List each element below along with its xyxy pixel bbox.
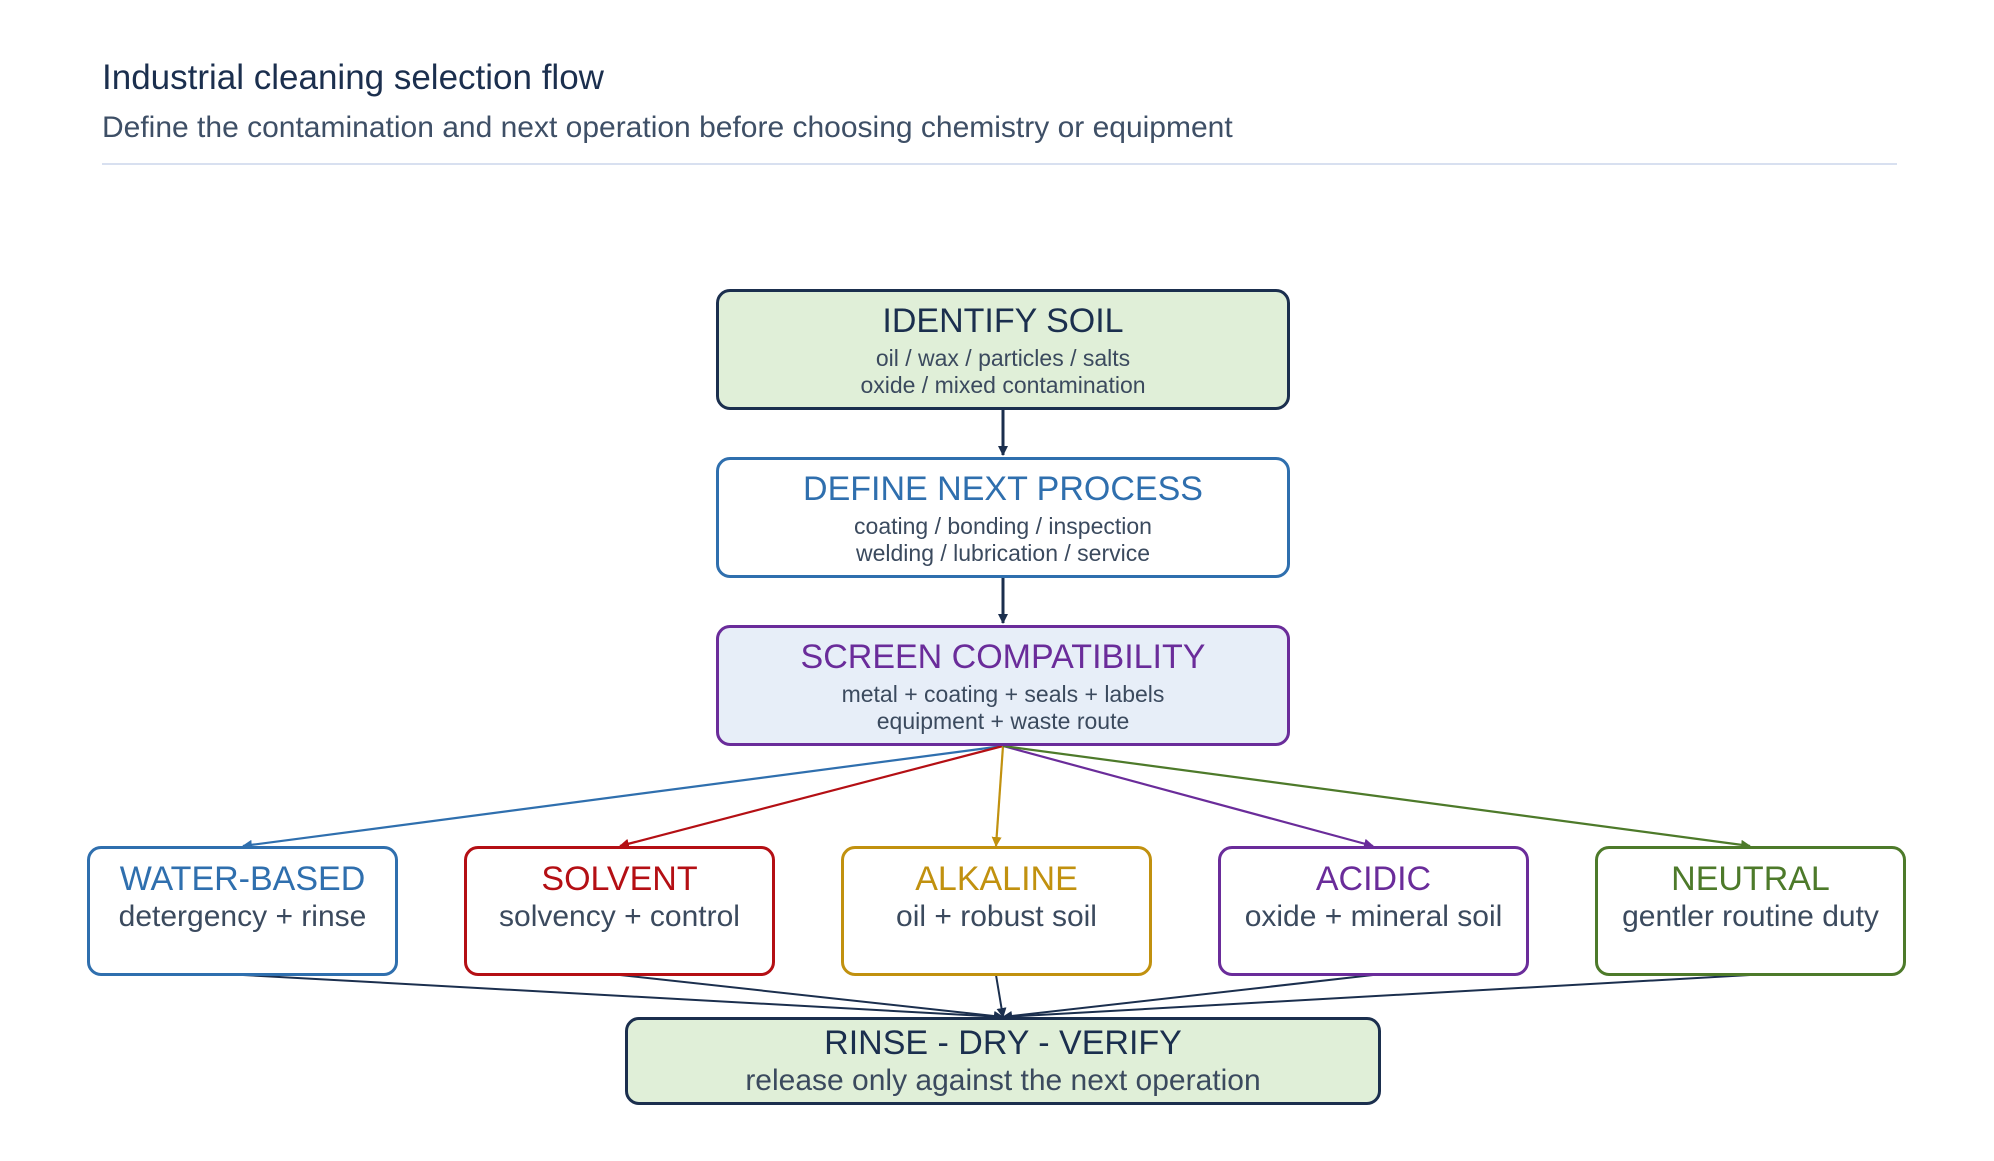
arrow-screen-to-alkaline	[991, 745, 1005, 847]
option-water-based: WATER-BASED detergency + rinse	[87, 846, 398, 976]
arrow-screen-to-neutral	[1002, 744, 1751, 850]
node-title: DEFINE NEXT PROCESS	[803, 469, 1203, 508]
node-define-next-process: DEFINE NEXT PROCESS coating / bonding / …	[716, 457, 1290, 578]
node-line: oil / wax / particles / salts	[875, 344, 1131, 371]
node-title: RINSE - DRY - VERIFY	[824, 1024, 1182, 1062]
arrow-screen-to-solvent	[619, 744, 1004, 849]
arrow-screen-to-water-based	[242, 744, 1004, 850]
option-desc: solvency + control	[499, 900, 740, 933]
option-alkaline: ALKALINE oil + robust soil	[841, 846, 1152, 976]
option-acidic: ACIDIC oxide + mineral soil	[1218, 846, 1529, 976]
arrow-water-based-to-final	[242, 974, 1004, 1022]
option-title: ACIDIC	[1315, 860, 1432, 898]
option-title: ALKALINE	[915, 860, 1078, 898]
node-desc: release only against the next operation	[745, 1064, 1261, 1097]
node-title: IDENTIFY SOIL	[882, 301, 1124, 340]
option-desc: gentler routine duty	[1622, 900, 1879, 933]
option-solvent: SOLVENT solvency + control	[464, 846, 775, 976]
option-title: WATER-BASED	[119, 860, 366, 898]
node-rinse-dry-verify: RINSE - DRY - VERIFY release only agains…	[625, 1017, 1381, 1105]
arrow-neutral-to-final	[1002, 974, 1751, 1022]
node-identify-soil: IDENTIFY SOIL oil / wax / particles / sa…	[716, 289, 1290, 410]
option-desc: oxide + mineral soil	[1244, 900, 1503, 933]
node-line: oxide / mixed contamination	[860, 371, 1146, 398]
option-desc: oil + robust soil	[896, 900, 1097, 933]
node-line: equipment + waste route	[876, 707, 1130, 734]
node-screen-compatibility: SCREEN COMPATIBILITY metal + coating + s…	[716, 625, 1290, 746]
arrow-acidic-to-final	[1002, 974, 1374, 1021]
page-title: Industrial cleaning selection flow	[102, 58, 604, 97]
arrow-solvent-to-final	[619, 974, 1004, 1021]
node-line: welding / lubrication / service	[855, 539, 1151, 566]
option-title: SOLVENT	[541, 860, 698, 898]
option-neutral: NEUTRAL gentler routine duty	[1595, 846, 1906, 976]
option-title: NEUTRAL	[1671, 860, 1830, 898]
node-line: metal + coating + seals + labels	[841, 680, 1165, 707]
header-divider	[102, 163, 1897, 165]
node-line: coating / bonding / inspection	[854, 512, 1152, 539]
arrow-alkaline-to-final	[995, 974, 1007, 1018]
arrow-screen-to-acidic	[1002, 744, 1374, 849]
node-title: SCREEN COMPATIBILITY	[800, 637, 1206, 676]
page-subtitle: Define the contamination and next operat…	[102, 111, 1233, 144]
option-desc: detergency + rinse	[118, 900, 367, 933]
